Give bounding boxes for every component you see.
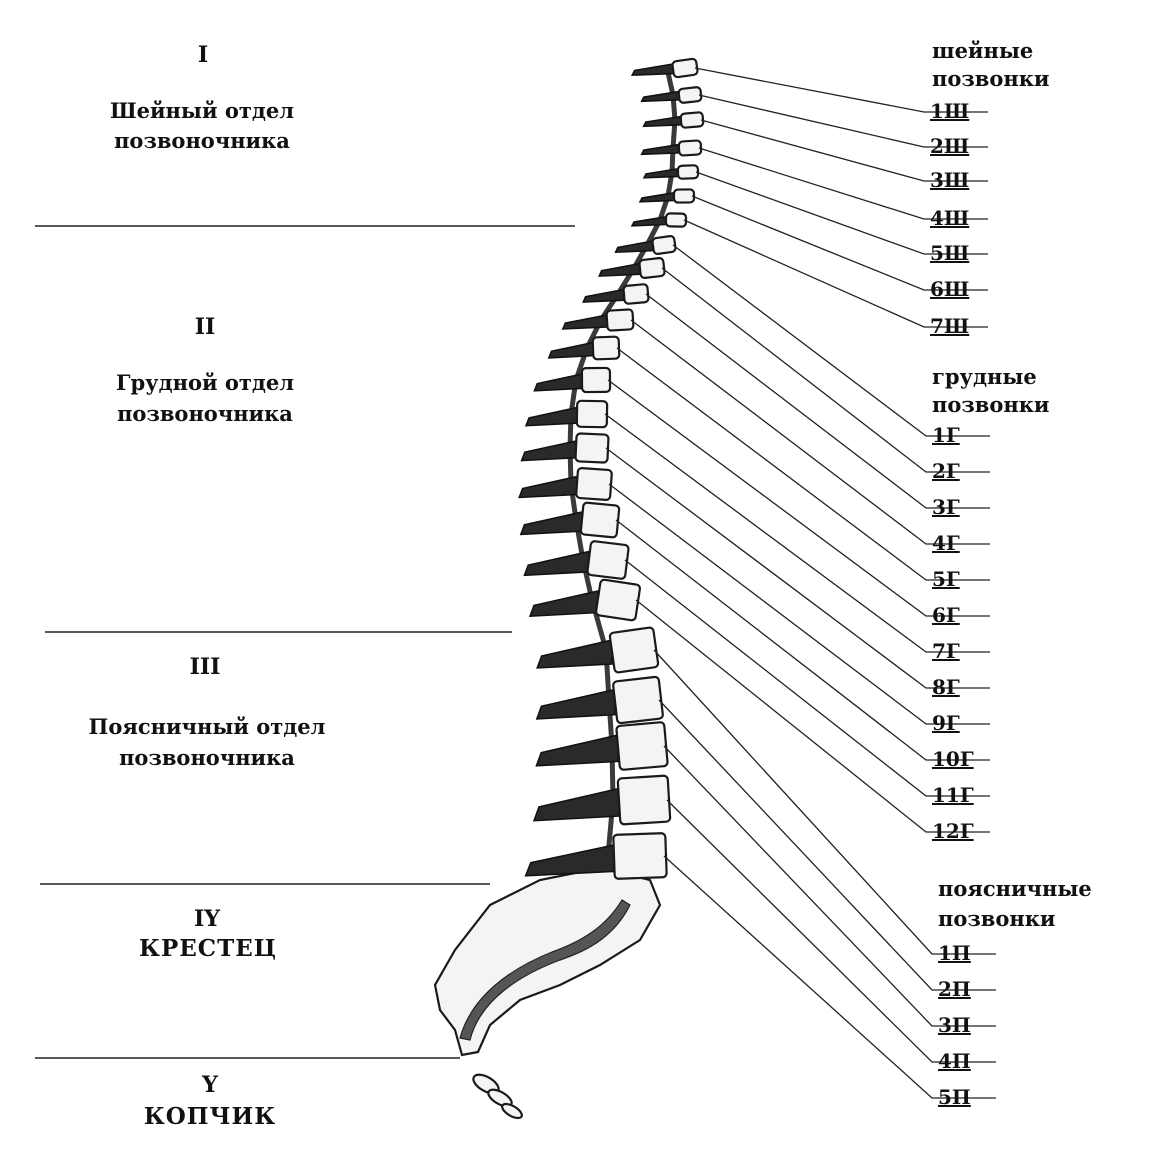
thoracic-vertebra-4 [606, 309, 633, 331]
cervical-label-6: 6Ш [930, 277, 969, 301]
thoracic-process-1 [616, 241, 653, 252]
thoracic-vertebra-9 [576, 468, 612, 500]
section-sacrum-title: КРЕСТЕЦ [139, 935, 277, 962]
cervical-label-1: 1Ш [930, 99, 969, 123]
group-thoracic-subtitle: позвонки [932, 392, 1050, 417]
lumbar-vertebra-1 [609, 627, 658, 673]
cervical-vertebra-4 [679, 140, 702, 155]
cervical-process-2 [642, 92, 679, 102]
thoracic-process-3 [583, 290, 624, 303]
thoracic-vertebra-1 [652, 236, 676, 255]
cervical-label-2: 2Ш [930, 134, 969, 158]
lumbar-label-1: 1П [938, 941, 971, 965]
section-coccyx: Y КОПЧИК [144, 1072, 276, 1130]
lumbar-vertebra-5 [613, 833, 667, 879]
cervical-process-7 [632, 217, 666, 226]
thoracic-process-4 [563, 315, 607, 329]
section-coccyx-number: Y [201, 1072, 218, 1098]
thoracic-process-5 [549, 343, 593, 358]
thoracic-label-11: 11Г [932, 783, 974, 807]
lumbar-process-2 [537, 690, 615, 719]
cervical-vertebra-7 [666, 213, 686, 226]
cervical-process-3 [644, 117, 681, 127]
thoracic-process-10 [521, 512, 582, 534]
cervical-process-6 [640, 193, 674, 202]
thoracic-process-7 [526, 408, 577, 426]
coccyx-segments [470, 1071, 524, 1121]
thoracic-vertebra-7 [577, 401, 607, 428]
thoracic-label-7: 7Г [932, 639, 960, 663]
lumbar-vertebra-3 [616, 722, 668, 770]
cervical-process-4 [642, 145, 679, 155]
cervical-vertebra-2 [678, 87, 701, 103]
lumbar-process-5 [526, 845, 614, 876]
section-cervical: I Шейный отдел позвоночника [110, 42, 294, 153]
thoracic-label-5: 5Г [932, 567, 960, 591]
thoracic-vertebra-2 [639, 258, 665, 279]
section-thoracic: II Грудной отдел позвоночника [116, 314, 294, 426]
lumbar-process-1 [537, 640, 612, 668]
section-cervical-title: Шейный отдел [110, 98, 294, 123]
cervical-vertebra-5 [678, 165, 698, 179]
cervical-label-4: 4Ш [930, 206, 969, 230]
cervical-label-7: 7Ш [930, 314, 969, 338]
thoracic-vertebra-10 [581, 502, 620, 537]
thoracic-process-8 [522, 441, 576, 461]
thoracic-vertebra-11 [587, 541, 629, 579]
thoracic-vertebra-5 [593, 337, 620, 360]
thoracic-process-2 [599, 264, 640, 277]
cervical-process-5 [644, 169, 678, 178]
group-thoracic-title: грудные [932, 364, 1037, 389]
lumbar-label-2: 2П [938, 977, 971, 1001]
thoracic-label-6: 6Г [932, 603, 960, 627]
thoracic-process-11 [524, 552, 589, 576]
section-lumbar: III Поясничный отдел позвоночника [89, 654, 326, 770]
section-sacrum: IY КРЕСТЕЦ [139, 906, 277, 962]
group-cervical-title: шейные [932, 38, 1033, 63]
section-thoracic-number: II [195, 314, 216, 340]
section-lumbar-title: Поясничный отдел [89, 714, 326, 739]
lumbar-vertebra-4 [618, 776, 671, 825]
thoracic-process-9 [519, 477, 577, 498]
thoracic-label-9: 9Г [932, 711, 960, 735]
cervical-vertebra-3 [680, 112, 703, 128]
thoracic-process-6 [534, 374, 582, 391]
cervical-leader-7 [684, 220, 988, 327]
thoracic-vertebra-6 [582, 368, 610, 392]
thoracic-label-12: 12Г [932, 819, 974, 843]
group-cervical-subtitle: позвонки [932, 66, 1050, 91]
lumbar-label-3: 3П [938, 1013, 971, 1037]
cervical-label-3: 3Ш [930, 168, 969, 192]
thoracic-label-8: 8Г [932, 675, 960, 699]
lumbar-label-4: 4П [938, 1049, 971, 1073]
section-thoracic-subtitle: позвоночника [117, 401, 293, 426]
section-lumbar-number: III [190, 654, 221, 680]
section-sacrum-number: IY [194, 906, 220, 932]
lumbar-process-3 [536, 735, 618, 766]
section-lumbar-subtitle: позвоночника [119, 745, 295, 770]
group-lumbar-subtitle: позвонки [938, 906, 1056, 931]
cervical-vertebra-1 [672, 58, 698, 77]
section-cervical-subtitle: позвоночника [114, 128, 290, 153]
thoracic-label-4: 4Г [932, 531, 960, 555]
thoracic-vertebra-3 [623, 284, 648, 304]
cervical-vertebra-6 [674, 189, 694, 202]
lumbar-process-4 [534, 789, 619, 821]
lumbar-vertebra-2 [613, 677, 663, 724]
thoracic-vertebra-12 [596, 579, 641, 621]
thoracic-label-2: 2Г [932, 459, 960, 483]
thoracic-label-10: 10Г [932, 747, 974, 771]
thoracic-vertebra-8 [575, 433, 608, 462]
thoracic-process-12 [530, 591, 598, 616]
cervical-process-1 [632, 64, 673, 75]
section-coccyx-title: КОПЧИК [144, 1103, 276, 1130]
lumbar-label-5: 5П [938, 1085, 971, 1109]
thoracic-label-1: 1Г [932, 423, 960, 447]
section-thoracic-title: Грудной отдел [116, 370, 294, 395]
section-cervical-number: I [198, 42, 208, 68]
group-lumbar-title: поясничные [938, 876, 1092, 901]
cervical-label-5: 5Ш [930, 241, 969, 265]
thoracic-label-3: 3Г [932, 495, 960, 519]
